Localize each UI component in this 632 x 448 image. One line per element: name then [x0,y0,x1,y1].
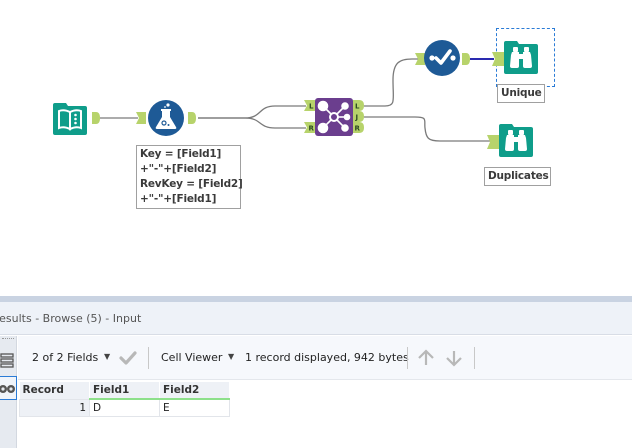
output-anchor[interactable] [188,112,197,124]
browse-unique-tool[interactable] [503,39,539,79]
table-cell[interactable]: D [89,398,160,417]
panel-splitter[interactable] [0,296,632,302]
workflow-canvas[interactable]: Key = [Field1] +"-"+[Field2] RevKey = [F… [0,0,632,296]
join-output-anchor-left[interactable]: L [353,100,364,111]
browse-duplicates-label: Duplicates [484,167,551,186]
table-cell[interactable]: E [159,398,230,417]
toolbar-divider [474,347,475,369]
svg-text:J: J [355,114,359,122]
drag-grip[interactable] [2,338,14,341]
formula-annotation: Key = [Field1] +"-"+[Field2] RevKey = [F… [136,145,243,209]
input-anchor[interactable] [492,52,504,66]
arrow-down-icon[interactable] [444,348,464,372]
check-icon[interactable] [118,349,138,371]
svg-text:R: R [355,125,361,133]
browse-unique-label: Unique [497,84,545,103]
annotation-line: Key = [Field1] [140,148,222,160]
results-table: Record Field1 Field2 1 D E [19,382,230,417]
input-anchor[interactable] [136,112,146,124]
connection-join-to-duplicates [364,116,490,142]
cell-viewer-selector[interactable]: Cell Viewer [161,351,223,364]
record-number-cell[interactable]: 1 [19,398,90,417]
input-anchor[interactable] [415,53,425,65]
flask-icon [155,103,177,129]
join-input-anchor-left[interactable]: L [304,100,315,111]
chevron-down-icon[interactable]: ▼ [104,352,111,361]
svg-text:L: L [309,103,314,111]
fields-selector[interactable]: 2 of 2 Fields [32,351,99,364]
results-title-bar: Results - Browse (5) - Input [0,302,632,335]
output-anchor[interactable] [462,53,471,65]
checkmark-icon [429,49,456,65]
book-icon [58,109,82,131]
chevron-down-icon[interactable]: ▼ [228,352,235,361]
column-header-field2[interactable]: Field2 [159,382,230,400]
results-title: Results - Browse (5) - Input [0,312,142,325]
toolbar-divider [407,347,408,369]
binoculars-icon[interactable] [0,376,17,400]
toolbar-divider [148,347,149,369]
svg-text:R: R [309,125,315,133]
join-network-icon [317,100,351,134]
join-output-anchor-join[interactable]: J [353,111,364,122]
output-anchor[interactable] [92,112,101,124]
binoculars-icon [505,130,527,151]
column-header-record[interactable]: Record [19,382,90,399]
table-view-icon[interactable] [0,350,17,374]
unique-tool[interactable] [423,39,461,81]
join-output-anchor-right[interactable]: R [353,122,364,133]
connection-formula-to-join-right [198,117,306,129]
record-status: 1 record displayed, 942 bytes [245,351,409,364]
connection-formula-to-join-left [198,105,306,119]
results-side-rail [0,336,17,448]
connections-layer [100,58,494,142]
connection-join-to-unique [364,58,418,107]
annotation-line: RevKey = [Field2] [140,178,243,190]
svg-text:L: L [355,103,360,111]
browse-duplicates-tool[interactable] [498,122,534,162]
annotation-line: +"-"+[Field1] [140,193,217,205]
table-row: 1 D E [19,398,230,417]
join-tool[interactable] [315,98,353,140]
column-header-field1[interactable]: Field1 [89,382,160,400]
input-data-tool[interactable] [51,99,89,141]
arrow-up-icon[interactable] [416,348,436,372]
results-toolbar: 2 of 2 Fields ▼ Cell Viewer ▼ 1 record d… [18,336,632,380]
annotation-line: +"-"+[Field2] [140,163,217,175]
binoculars-icon [510,47,532,68]
table-header-row: Record Field1 Field2 [19,382,230,400]
input-anchor[interactable] [487,135,499,149]
join-input-anchor-right[interactable]: R [304,122,315,133]
formula-tool[interactable] [147,99,185,141]
